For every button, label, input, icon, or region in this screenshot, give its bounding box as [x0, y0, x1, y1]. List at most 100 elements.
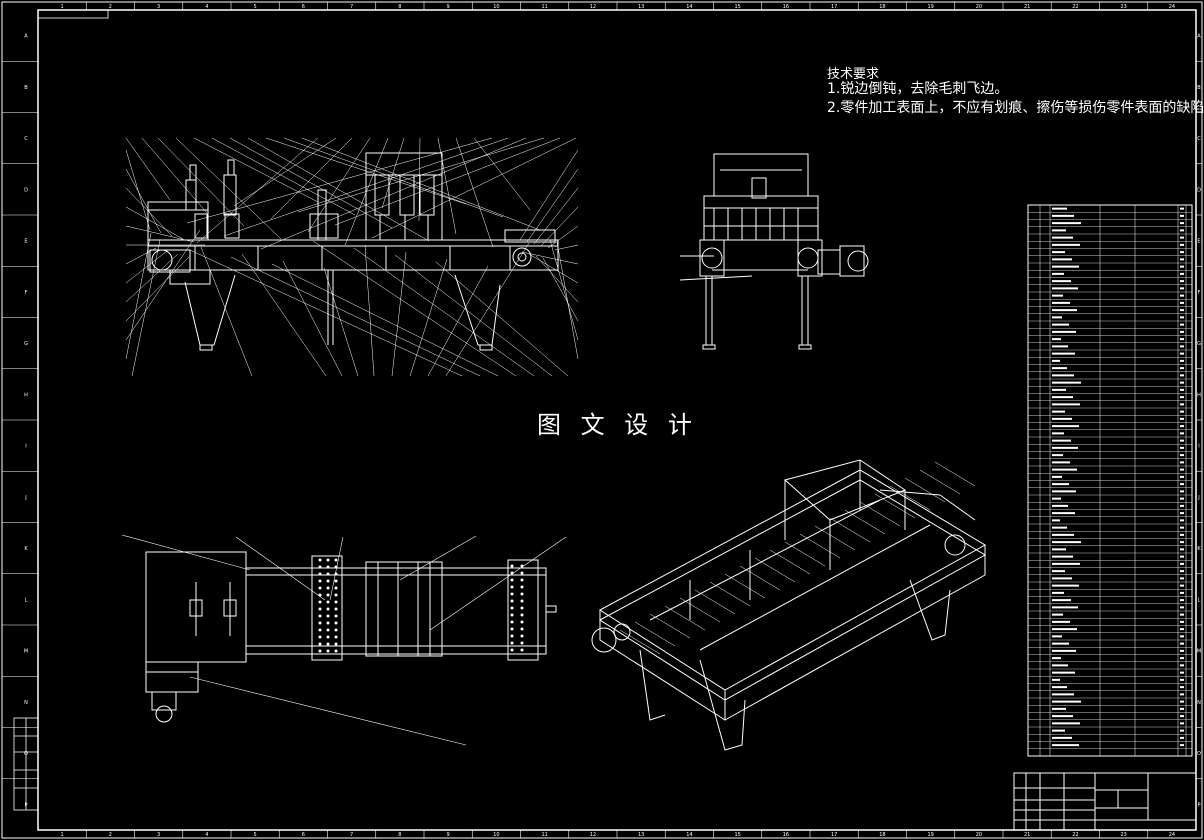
grid-row-label: D — [1197, 187, 1201, 193]
hole-mark — [326, 558, 330, 562]
leader-line — [233, 137, 337, 207]
hole-mark — [326, 600, 330, 604]
hole-mark — [334, 628, 338, 632]
leader-line — [371, 137, 577, 239]
leader-line — [125, 168, 162, 234]
hole-mark — [510, 585, 514, 589]
grid-row-label: K — [24, 546, 28, 552]
leader-line — [364, 244, 375, 377]
grid-row-label: M — [24, 649, 28, 655]
hole-mark — [520, 641, 524, 645]
leader-line — [282, 260, 343, 377]
isometric-detail — [619, 461, 976, 655]
title-block — [1013, 772, 1197, 831]
hole-mark — [520, 620, 524, 624]
leader-line — [312, 240, 517, 377]
leader-line — [353, 247, 535, 377]
grid-row-label: C — [1197, 136, 1201, 142]
leader-line — [526, 168, 579, 243]
hole-mark — [520, 578, 524, 582]
hole-mark — [334, 600, 338, 604]
tech-requirement-2: 2.零件加工表面上，不应有划痕、擦伤等损伤零件表面的缺陷。 — [827, 100, 1204, 116]
grid-row-label: O — [1197, 751, 1201, 757]
leader-line — [223, 137, 509, 237]
grid-column-label: 22 — [1072, 832, 1078, 838]
iso-member — [844, 509, 886, 535]
grid-column-label: 18 — [879, 832, 885, 838]
leader-line — [435, 261, 569, 377]
hole-mark — [520, 613, 524, 617]
leader-line — [125, 229, 201, 341]
hole-mark — [334, 607, 338, 611]
leader-line — [125, 256, 190, 322]
leader-line — [301, 137, 541, 231]
corner-box — [37, 9, 109, 19]
leader-line — [229, 137, 393, 229]
leader-line — [241, 253, 327, 377]
leader-line — [193, 137, 319, 203]
leader-line — [323, 267, 359, 377]
hole-mark — [318, 600, 322, 604]
grid-row-label: E — [24, 239, 27, 245]
grid-column-label: 2 — [109, 4, 112, 10]
hole-mark — [326, 649, 330, 653]
grid-row-label: I — [25, 444, 26, 450]
grid-column-label: 19 — [927, 4, 933, 10]
leader-line — [391, 251, 407, 377]
leader-line — [125, 250, 168, 284]
leader-line — [554, 244, 579, 251]
hole-mark — [326, 579, 330, 583]
top-view-holes — [318, 558, 524, 653]
grid-row-label: F — [25, 290, 28, 296]
hole-mark — [334, 586, 338, 590]
grid-row-label: K — [1197, 546, 1201, 552]
grid-column-label: 5 — [254, 832, 257, 838]
grid-column-label: 20 — [976, 832, 982, 838]
grid-column-label: 21 — [1024, 832, 1030, 838]
grid-row-label: B — [24, 85, 28, 91]
leader-line — [211, 137, 356, 216]
iso-member — [679, 597, 721, 623]
grid-column-label: 17 — [831, 4, 837, 10]
hole-mark — [334, 642, 338, 646]
leader-line — [125, 187, 173, 237]
iso-member — [874, 493, 916, 519]
iso-member — [859, 501, 901, 527]
grid-row-label: N — [1197, 700, 1201, 706]
iso-member — [619, 629, 661, 655]
grid-column-label: 15 — [734, 4, 740, 10]
top-view — [145, 551, 557, 723]
leader-line — [519, 149, 579, 241]
iso-member — [709, 581, 751, 607]
grid-column-label: 6 — [302, 4, 305, 10]
hole-mark — [510, 627, 514, 631]
hole-mark — [318, 607, 322, 611]
grid-row-label: P — [1197, 802, 1200, 808]
hole-mark — [326, 586, 330, 590]
iso-member — [814, 525, 856, 551]
hole-mark — [326, 572, 330, 576]
grid-column-label: 8 — [398, 4, 401, 10]
leader-line — [175, 137, 282, 240]
hole-mark — [318, 558, 322, 562]
parts-list — [1027, 204, 1193, 757]
grid-row-label: F — [1198, 290, 1201, 296]
grid-row-label: L — [1198, 597, 1201, 603]
grid-column-label: 10 — [493, 4, 499, 10]
hole-mark — [520, 599, 524, 603]
leader-line — [521, 251, 579, 265]
leader-line — [542, 257, 579, 322]
leader-line — [260, 137, 527, 250]
grid-row-label: H — [1197, 392, 1201, 398]
binding-strip — [13, 717, 39, 811]
iso-member — [919, 469, 961, 495]
grid-column-label: 12 — [590, 832, 596, 838]
grid-column-label: 11 — [541, 4, 547, 10]
leader-line — [125, 149, 151, 231]
leader-line — [418, 137, 421, 222]
hole-mark — [326, 621, 330, 625]
tech-requirements-title: 技术要求 — [827, 67, 880, 82]
iso-member — [769, 549, 811, 575]
